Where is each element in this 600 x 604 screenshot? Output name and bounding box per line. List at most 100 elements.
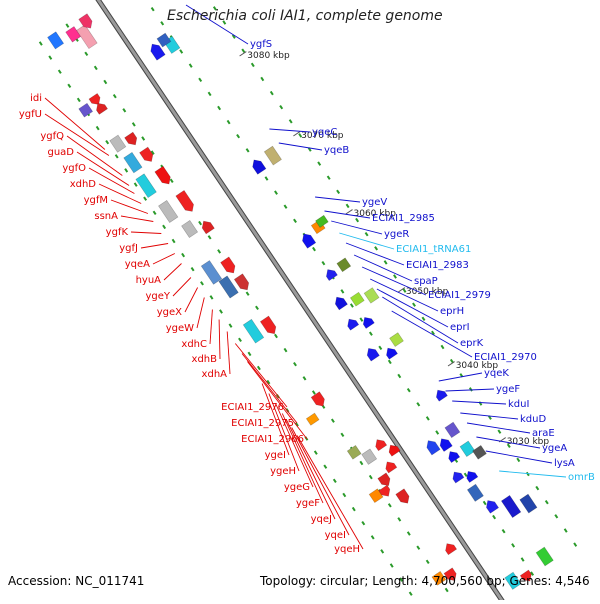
tick-dot	[152, 210, 157, 216]
left-gene-label: yqeI	[325, 530, 346, 541]
right-leader-line	[339, 232, 395, 250]
right-gene-label: lysA	[554, 458, 575, 469]
tick-dot	[245, 291, 250, 296]
right-leader-line	[452, 400, 507, 405]
gene-shape	[135, 173, 157, 199]
left-gene-label: ECIAI1_2975	[231, 418, 294, 429]
tick-dot	[65, 23, 70, 28]
gene-feature	[377, 472, 391, 487]
left-gene-label: xdhA	[202, 369, 228, 380]
left-leader-line	[218, 319, 221, 360]
tick-dot	[103, 79, 108, 85]
left-leader-line	[226, 331, 231, 375]
tick-dot	[387, 359, 392, 365]
scale-tick-label: 3080 kbp	[247, 51, 290, 61]
gene-feature	[347, 318, 360, 331]
left-gene-label: ygeF	[296, 498, 320, 509]
tick-dot	[294, 422, 299, 427]
gene-feature	[135, 173, 157, 199]
right-leader-line	[376, 288, 449, 328]
gene-shape	[519, 493, 538, 514]
tick-dot	[487, 415, 492, 420]
tick-dot	[57, 69, 62, 74]
tick-dot	[141, 136, 146, 141]
right-gene-label: ygeA	[542, 443, 567, 454]
tick-dot	[311, 390, 316, 395]
tick-dot	[573, 542, 578, 547]
tick-dot	[520, 557, 525, 562]
left-gene-label: ECIAI1_2976	[221, 402, 284, 413]
gene-shape	[436, 389, 448, 402]
tick-dot	[506, 443, 511, 449]
gene-feature	[346, 444, 362, 460]
gene-features	[47, 13, 554, 590]
right-leader-line	[331, 220, 383, 235]
left-leader-line	[241, 353, 298, 424]
gene-shape	[220, 256, 236, 274]
tick-dot	[408, 591, 413, 596]
gene-shape	[431, 570, 447, 586]
tick-dot	[250, 62, 255, 68]
right-leader-line	[345, 242, 405, 266]
tick-dot	[478, 401, 483, 406]
tick-dot	[468, 387, 473, 392]
right-gene-label: spaP	[414, 276, 438, 287]
right-gene-label: kduI	[508, 399, 529, 410]
gene-feature	[519, 493, 538, 514]
gene-feature	[156, 32, 172, 48]
tick-dot	[48, 55, 53, 60]
tick-dot	[181, 252, 186, 258]
gene-shape	[504, 571, 522, 590]
tick-dot	[425, 559, 430, 565]
right-leader-line	[438, 372, 483, 382]
gene-shape	[96, 102, 108, 115]
gene-feature	[386, 347, 398, 360]
gene-feature	[139, 146, 154, 162]
scale-tick-mark	[398, 287, 406, 293]
gene-shape	[535, 546, 554, 567]
gene-shape	[233, 273, 250, 291]
gene-shape	[154, 165, 171, 185]
tick-dot	[212, 6, 217, 11]
right-gene-label: eprH	[440, 306, 464, 317]
gene-feature	[96, 102, 108, 115]
gene-feature	[378, 484, 391, 497]
scale-tick-label: 3030 kbp	[507, 437, 550, 447]
gene-shape	[386, 347, 398, 360]
gene-shape	[76, 24, 98, 50]
left-leader-line	[184, 287, 199, 313]
tick-dot	[188, 63, 193, 68]
gene-shape	[334, 296, 348, 311]
tick-dot	[217, 105, 222, 111]
scale-tick-mark	[447, 361, 455, 367]
right-leader-line	[353, 254, 413, 282]
tick-dot	[95, 125, 100, 131]
tick-dot	[370, 535, 375, 540]
tick-dot	[317, 161, 322, 166]
gene-feature	[233, 273, 250, 291]
gene-feature	[436, 389, 448, 402]
scale-tick-label: 3060 kbp	[354, 209, 397, 219]
left-leader-line	[209, 309, 213, 345]
gene-feature	[459, 440, 476, 457]
gene-shape	[336, 257, 352, 273]
left-gene-label: xdhB	[192, 354, 218, 365]
tick-dot	[112, 93, 117, 99]
gene-feature	[443, 567, 457, 581]
gene-feature	[466, 483, 484, 502]
tick-dot	[133, 182, 138, 187]
gene-shape	[519, 569, 532, 582]
left-leader-line	[66, 135, 123, 176]
right-leader-line	[466, 422, 531, 434]
right-gene-label: ECIAI1_2983	[406, 260, 469, 271]
tick-dot	[150, 6, 155, 12]
tick-dot	[406, 531, 411, 536]
gene-shape	[366, 347, 380, 362]
genome-backbone	[95, 0, 508, 604]
tick-dot	[393, 274, 397, 279]
tick-dot	[226, 119, 231, 125]
right-gene-label: kduD	[520, 414, 546, 425]
gene-shape	[466, 470, 479, 483]
gene-shape	[349, 291, 365, 307]
tick-dot	[563, 528, 568, 533]
